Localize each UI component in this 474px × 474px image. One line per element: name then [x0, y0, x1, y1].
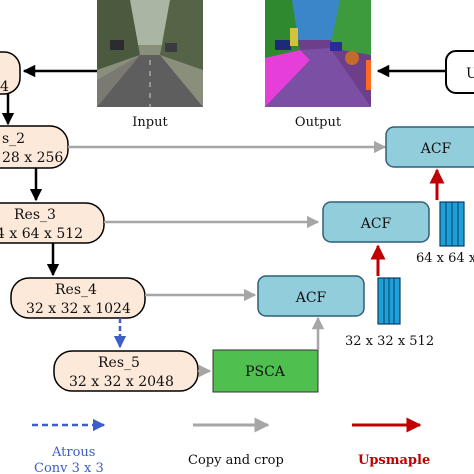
output-image [265, 0, 371, 107]
res2-name: s_2 [2, 131, 25, 147]
acf-label-bottom: ACF [295, 290, 327, 306]
feature-dims-64: 64 x 64 x [416, 251, 474, 266]
acf-block-top [385, 126, 474, 168]
res3-dims: 4 x 64 x 512 [0, 226, 83, 242]
input-image [97, 0, 203, 107]
acf-block-bottom [257, 275, 365, 317]
u-label: U [466, 66, 474, 82]
psca-block [212, 349, 319, 393]
res4-block [10, 277, 146, 319]
res3-name: Res_3 [14, 207, 56, 223]
res1-text: 4 [0, 79, 9, 95]
input-label: Input [132, 115, 168, 130]
psca-label: PSCA [245, 364, 286, 380]
legend-copy-label: Copy and crop [188, 453, 284, 468]
feature-stack-64 [439, 201, 465, 247]
feature-stack-512 [377, 277, 401, 325]
res5-dims: 32 x 32 x 2048 [69, 374, 174, 390]
legend-atrous-line2: Conv 3 x 3 [34, 461, 104, 474]
res1-block [0, 51, 21, 95]
legend-upsample-label: Upsmaple [358, 453, 430, 468]
output-label: Output [295, 115, 342, 130]
acf-block-middle [322, 201, 430, 243]
feature-dims-512: 32 x 32 x 512 [345, 334, 434, 349]
res4-dims: 32 x 32 x 1024 [26, 301, 131, 317]
acf-label-top: ACF [420, 141, 452, 157]
res2-dims: 28 x 256 [2, 150, 63, 166]
res5-name: Res_5 [98, 355, 140, 371]
acf-label-middle: ACF [360, 216, 392, 232]
legend-atrous-line1: Atrous [51, 445, 95, 460]
res4-name: Res_4 [55, 282, 97, 298]
